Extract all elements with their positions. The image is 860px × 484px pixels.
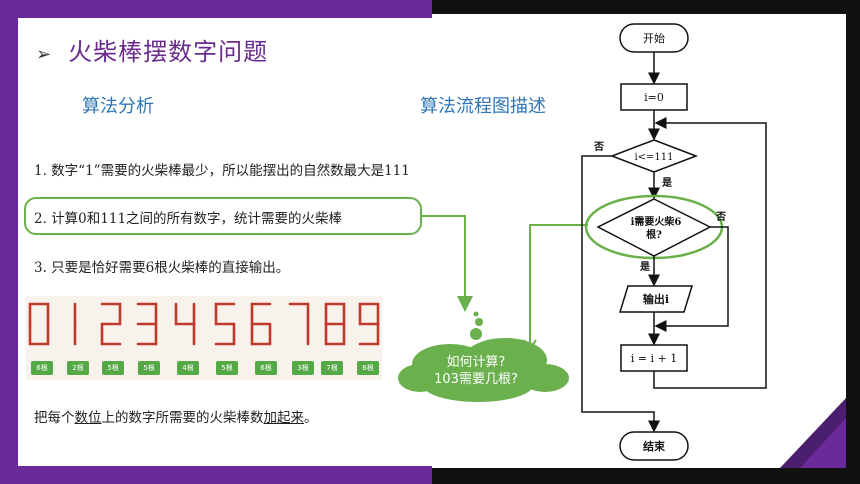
subtitle-flowchart: 算法流程图描述 [420, 96, 546, 117]
matchstick-digits [28, 302, 380, 346]
cloud-question: 如何计算? 103需要几根? [418, 354, 534, 388]
cloud-line-2: 103需要几根? [434, 372, 518, 387]
frame-top-right [432, 0, 860, 14]
bottom-note: 把每个数位上的数字所需要的火柴棒数加起来。 [34, 406, 318, 426]
matchstick-digit-2 [100, 302, 122, 346]
no1-label: 否 [593, 141, 604, 153]
analysis-item-2: 2. 计算0和111之间的所有数字，统计需要的火柴棒 [34, 211, 343, 227]
stick-count-tag: 5根 [102, 361, 124, 375]
init-process [620, 83, 688, 111]
bottom-note-underlined-2: 加起来 [263, 410, 305, 426]
bottom-note-part1: 把每个 [34, 410, 75, 426]
subtitle-algorithm-analysis: 算法分析 [82, 96, 154, 117]
start-label: 开始 [643, 31, 665, 45]
bullet-arrow-icon: ➢ [36, 44, 53, 65]
bottom-note-underlined-1: 数位 [74, 410, 102, 426]
stick-count-tag: 5根 [216, 361, 238, 375]
stick-count-tag: 5根 [138, 361, 160, 375]
cloud-line-1: 如何计算? [446, 355, 506, 370]
no2-label: 否 [715, 211, 726, 223]
frame-bottom [0, 466, 432, 484]
matchstick-digit-5 [214, 302, 236, 346]
page-title: ➢ 火柴棒摆数字问题 [36, 32, 268, 67]
matchstick-digit-3 [136, 302, 158, 346]
end-label: 结束 [642, 439, 666, 453]
question-cloud [398, 311, 569, 402]
stick-count-tag: 6根 [357, 361, 379, 375]
bottom-note-part2: 上的数字所需要的火柴棒数 [101, 410, 264, 426]
yes1-label: 是 [661, 177, 672, 189]
matchstick-digit-6 [250, 302, 272, 346]
analysis-item-1: 1. 数字“1”需要的火柴棒最少，所以能摆出的自然数最大是111 [34, 163, 410, 179]
matchstick-digit-7 [288, 302, 310, 346]
highlight-box [24, 197, 422, 235]
stick-count-tag: 2根 [67, 361, 89, 375]
stick-count-tag: 4根 [177, 361, 199, 375]
output-label: 输出i [643, 292, 669, 306]
frame-right [846, 0, 860, 484]
cond2-label-line2: 根? [646, 228, 662, 241]
cond1-label: i<=111 [634, 152, 673, 163]
frame-top [0, 0, 432, 18]
matchstick-digit-8 [324, 302, 346, 346]
yes2-label: 是 [639, 261, 650, 273]
cond2-label-line1: i需要火柴6 [631, 215, 682, 228]
frame-bottom-right [432, 468, 860, 484]
stick-count-tag: 6根 [31, 361, 53, 375]
output-io [618, 285, 694, 313]
init-label: i=0 [644, 91, 664, 104]
stick-count-tag: 6根 [255, 361, 277, 375]
stick-count-tag: 7根 [321, 361, 343, 375]
matchstick-digit-0 [28, 302, 50, 346]
increment-label: i = i + 1 [631, 352, 677, 365]
matchstick-digit-4 [174, 302, 196, 346]
bottom-note-part3: 。 [304, 410, 318, 426]
frame-left [0, 0, 18, 484]
analysis-item-3: 3. 只要是恰好需要6根火柴棒的直接输出。 [34, 260, 290, 276]
stick-count-tag: 3根 [292, 361, 314, 375]
title-text: 火柴棒摆数字问题 [68, 38, 269, 66]
matchstick-digit-9 [358, 302, 380, 346]
corner-decoration [780, 398, 846, 468]
